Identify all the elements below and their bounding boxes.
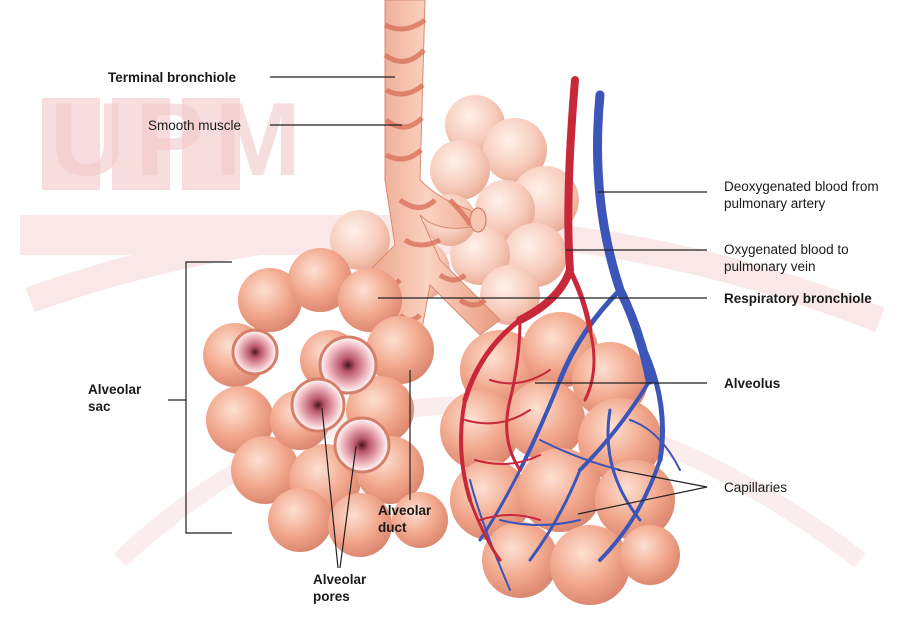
label-oxygenated-line2: pulmonary vein bbox=[724, 258, 849, 275]
label-deoxygenated-line1: Deoxygenated blood from bbox=[724, 178, 879, 195]
label-terminal-bronchiole: Terminal bronchiole bbox=[108, 69, 236, 86]
label-alveolar-pores: Alveolar pores bbox=[313, 571, 366, 605]
label-deoxygenated-line2: pulmonary artery bbox=[724, 195, 879, 212]
label-alveolar-sac: Alveolar sac bbox=[88, 381, 141, 415]
alveolus-cross-section bbox=[292, 379, 344, 431]
alveolus-cross-section bbox=[335, 418, 389, 472]
alveolus-cross-section bbox=[233, 330, 277, 374]
label-smooth-muscle: Smooth muscle bbox=[148, 117, 241, 134]
label-alveolar-sac-line1: Alveolar bbox=[88, 381, 141, 398]
label-oxygenated-blood: Oxygenated blood to pulmonary vein bbox=[724, 241, 849, 275]
label-alveolar-pores-line2: pores bbox=[313, 588, 366, 605]
label-deoxygenated-blood: Deoxygenated blood from pulmonary artery bbox=[724, 178, 879, 212]
label-alveolar-duct: Alveolar duct bbox=[378, 502, 431, 536]
label-alveolar-duct-line1: Alveolar bbox=[378, 502, 431, 519]
label-alveolar-pores-line1: Alveolar bbox=[313, 571, 366, 588]
label-respiratory-bronchiole: Respiratory bronchiole bbox=[724, 290, 872, 307]
label-alveolar-duct-line2: duct bbox=[378, 519, 431, 536]
label-alveolus: Alveolus bbox=[724, 375, 780, 392]
watermark-text: UPM bbox=[50, 82, 311, 198]
label-alveolar-sac-line2: sac bbox=[88, 398, 141, 415]
label-capillaries: Capillaries bbox=[724, 479, 787, 496]
label-oxygenated-line1: Oxygenated blood to bbox=[724, 241, 849, 258]
